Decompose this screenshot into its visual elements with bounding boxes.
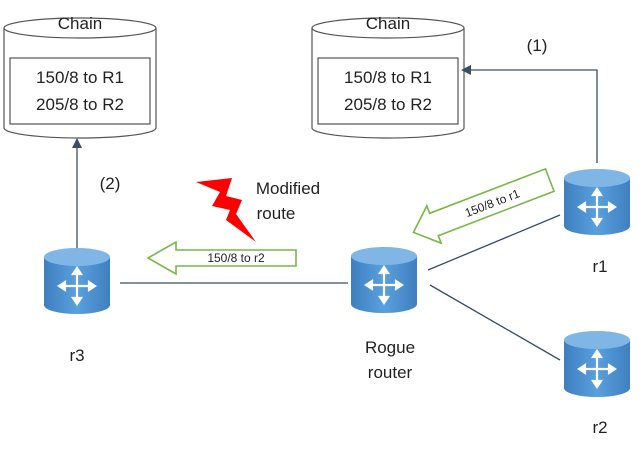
router-icon bbox=[564, 331, 630, 397]
link-rogue-r1 bbox=[427, 214, 561, 271]
database-title: Chain bbox=[366, 14, 410, 33]
router-label: router bbox=[368, 363, 413, 382]
routing-table bbox=[317, 57, 459, 125]
router-icon bbox=[564, 169, 630, 235]
router-label: r1 bbox=[592, 257, 607, 276]
router-icon bbox=[44, 248, 110, 314]
database-title: Chain bbox=[58, 14, 102, 33]
router-label: r2 bbox=[592, 418, 607, 437]
attack-label-line2: route bbox=[257, 204, 296, 223]
router-label: Rogue bbox=[365, 338, 415, 357]
link-rogue-r2 bbox=[429, 284, 561, 361]
chain-database-left: Chain 150/8 to R1 205/8 to R2 bbox=[3, 14, 157, 139]
routing-entry: 205/8 to R2 bbox=[36, 95, 124, 114]
router-r2: r2 bbox=[564, 331, 630, 437]
routing-table bbox=[9, 57, 151, 125]
step1-label: (1) bbox=[527, 36, 548, 55]
step1-arrow bbox=[461, 65, 598, 163]
router-label: r3 bbox=[69, 346, 84, 365]
forwarded-label: 150/8 to r2 bbox=[207, 251, 265, 265]
chain-database-right: Chain 150/8 to R1 205/8 to R2 bbox=[311, 14, 465, 139]
step2-label: (2) bbox=[100, 174, 121, 193]
forwarded-arrow: 150/8 to r2 bbox=[146, 240, 297, 276]
announce-arrow: 150/8 to r1 bbox=[412, 167, 556, 245]
router-icon bbox=[351, 247, 417, 313]
router-r3: r3 bbox=[44, 248, 110, 365]
lightning-bolt-icon bbox=[196, 178, 256, 242]
router-r1: r1 bbox=[564, 169, 630, 276]
attack-label-line1: Modified bbox=[256, 179, 320, 198]
routing-entry: 150/8 to R1 bbox=[344, 68, 432, 87]
router-rogue: Rogue router bbox=[351, 247, 417, 382]
routing-entry: 150/8 to R1 bbox=[36, 68, 124, 87]
routing-entry: 205/8 to R2 bbox=[344, 95, 432, 114]
